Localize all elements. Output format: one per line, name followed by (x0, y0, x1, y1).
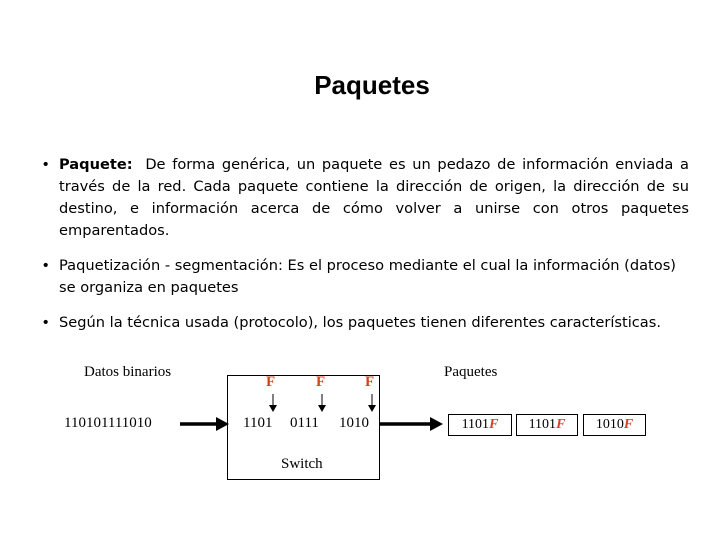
slide-title: Paquetes (314, 70, 430, 100)
packet-box: 1101F (516, 414, 578, 436)
segment-2: 0111 (290, 415, 319, 431)
bullet-dot: • (41, 257, 50, 274)
output-arrow (380, 417, 443, 431)
segment-3: 1010 (339, 415, 369, 431)
flag-down-arrows (269, 394, 376, 412)
switch-box (227, 375, 380, 480)
switch-label: Switch (281, 456, 323, 472)
bullet-text: Paquetización - segmentación: Es el proc… (59, 257, 676, 296)
input-arrow (180, 417, 229, 431)
binary-data-value: 110101111010 (64, 415, 152, 431)
packet-box: 1101F (448, 414, 512, 436)
binary-data-label: Datos binarios (84, 364, 172, 380)
packet-bits: 1101 (528, 417, 557, 432)
segment-1: 1101 (243, 415, 273, 431)
bullet-item-tecnica: • Según la técnica usada (protocolo), lo… (28, 312, 689, 334)
bullet-list: • Paquete: De forma genérica, un paquete… (28, 154, 689, 347)
packet-box: 1010F (583, 414, 646, 436)
bullet-term: Paquete: (59, 156, 133, 173)
flag-marker: F (266, 374, 276, 390)
flag-marker: F (316, 374, 326, 390)
packets-label: Paquetes (444, 364, 498, 380)
packet-flag: F (556, 417, 566, 432)
bullet-item-paquetizacion: • Paquetización - segmentación: Es el pr… (28, 255, 689, 299)
packet-bits: 1010 (595, 417, 624, 432)
packet-flag: F (489, 417, 499, 432)
bullet-text: Según la técnica usada (protocolo), los … (59, 314, 661, 331)
bullet-dot: • (41, 314, 50, 331)
packet-bits: 1101 (461, 417, 490, 432)
bullet-text: De forma genérica, un paquete es un peda… (59, 156, 689, 239)
bullet-item-paquete: • Paquete: De forma genérica, un paquete… (28, 154, 689, 242)
packet-flag: F (623, 417, 634, 432)
flag-marker: F (365, 374, 375, 390)
bullet-dot: • (41, 156, 50, 173)
